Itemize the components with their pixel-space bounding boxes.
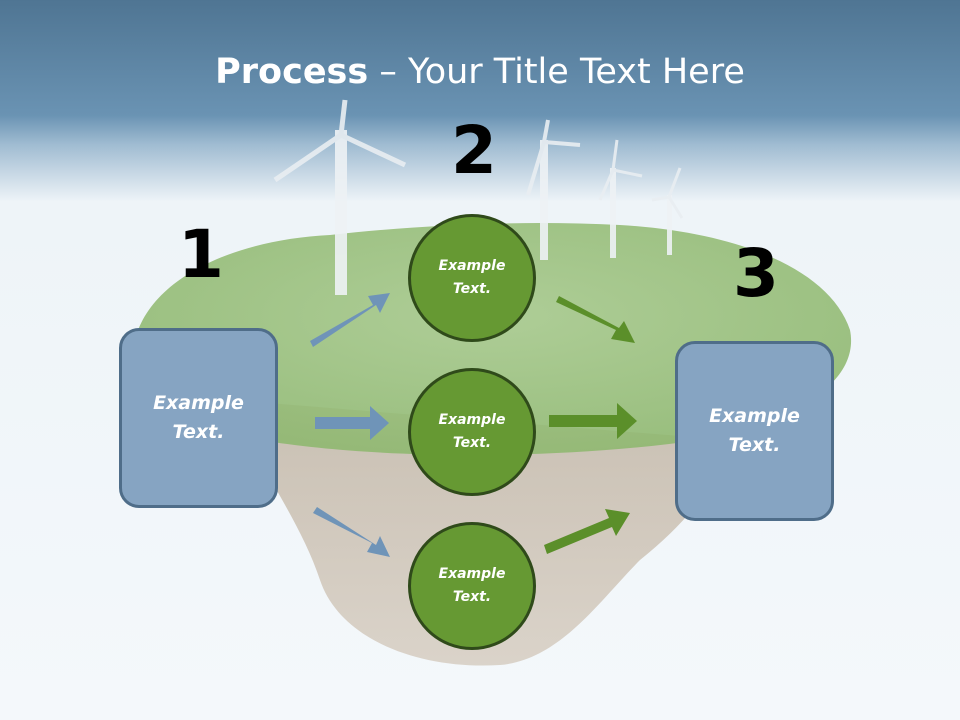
arrow-down-right-green [556, 296, 635, 343]
arrow-up-right-blue [310, 293, 390, 347]
circle-label: Example Text. [438, 566, 506, 605]
arrow-right-blue [315, 406, 389, 440]
page-title: Process – Your Title Text Here [0, 52, 960, 92]
title-bold: Process [215, 52, 369, 92]
blue-arrows [310, 293, 390, 557]
left-text-box: Example Text. [119, 328, 278, 508]
step-number-3: 3 [733, 235, 779, 312]
circle-label: Example Text. [438, 258, 506, 297]
left-box-label: Example Text. [153, 392, 244, 443]
right-box-label: Example Text. [709, 405, 800, 456]
title-rest: – Your Title Text Here [368, 52, 745, 92]
right-text-box: Example Text. [675, 341, 834, 521]
arrow-up-right-green [544, 509, 630, 554]
arrow-down-right-blue [313, 507, 390, 557]
circle-bottom: Example Text. [408, 522, 536, 650]
green-arrows [544, 296, 637, 554]
step-number-2: 2 [451, 112, 497, 189]
step-number-1: 1 [178, 216, 224, 293]
circle-top: Example Text. [408, 214, 536, 342]
arrow-right-green [549, 403, 637, 439]
circle-label: Example Text. [438, 412, 506, 451]
circle-middle: Example Text. [408, 368, 536, 496]
